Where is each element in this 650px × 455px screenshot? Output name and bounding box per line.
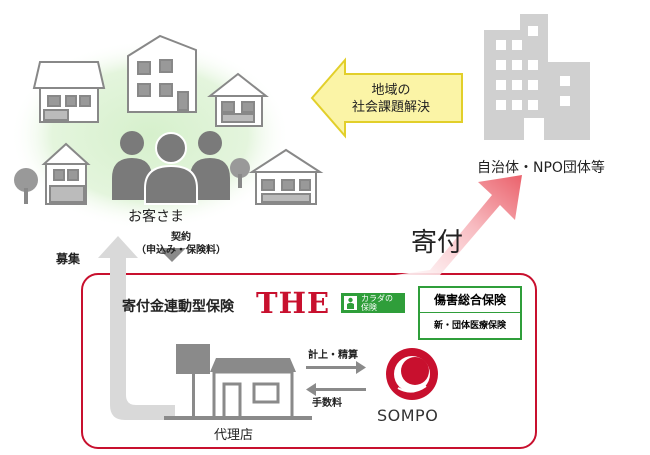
recruit-label: 募集 xyxy=(56,252,81,266)
house-icon xyxy=(207,72,269,127)
sompo-logo xyxy=(386,348,438,400)
karada-badge: カラダの 保険 xyxy=(341,293,405,313)
customers-label: お客さま xyxy=(128,209,184,225)
karada-line2: 保険 xyxy=(361,303,377,312)
flow-arrows xyxy=(306,361,366,396)
people-icon xyxy=(112,131,230,205)
building-icon xyxy=(484,14,590,140)
callout-arrow xyxy=(310,57,463,139)
contract-title: 契約 xyxy=(171,232,191,243)
agency-shop-icon xyxy=(164,344,312,420)
recruit-arrow xyxy=(98,236,175,420)
donation-arrow xyxy=(395,175,522,275)
the-logo: THE xyxy=(256,286,331,320)
municipal-label: 自治体・NPO団体等 xyxy=(477,160,605,176)
callout-line1: 地域の xyxy=(371,83,411,98)
contract-arrow xyxy=(158,248,186,262)
contract-detail: （申込み・保険料） xyxy=(136,245,226,256)
insurance-type-box: 傷害総合保険 新・団体医療保険 xyxy=(418,286,522,340)
person-icon xyxy=(344,296,357,310)
house-icon xyxy=(14,142,91,205)
house-icon xyxy=(127,34,197,113)
insurance-subcategory: 新・団体医療保険 xyxy=(433,321,506,331)
house-icon xyxy=(230,148,324,205)
sompo-label: SOMPO xyxy=(377,406,439,425)
product-name: 寄付金連動型保険 xyxy=(122,299,234,315)
house-icon xyxy=(32,61,106,123)
karada-text: カラダの 保険 xyxy=(361,294,403,312)
donation-label: 寄付 xyxy=(411,228,464,258)
callout-line2: 社会課題解決 xyxy=(351,100,430,115)
callout-label: 地域の 社会課題解決 xyxy=(336,82,446,116)
agency-label: 代理店 xyxy=(214,428,254,443)
settlement-label: 計上・精算 xyxy=(308,350,358,361)
fee-label: 手数料 xyxy=(312,398,342,409)
insurance-category: 傷害総合保険 xyxy=(420,288,520,313)
contract-label: 契約 （申込み・保険料） xyxy=(126,231,236,257)
karada-line1: カラダの xyxy=(361,294,393,303)
